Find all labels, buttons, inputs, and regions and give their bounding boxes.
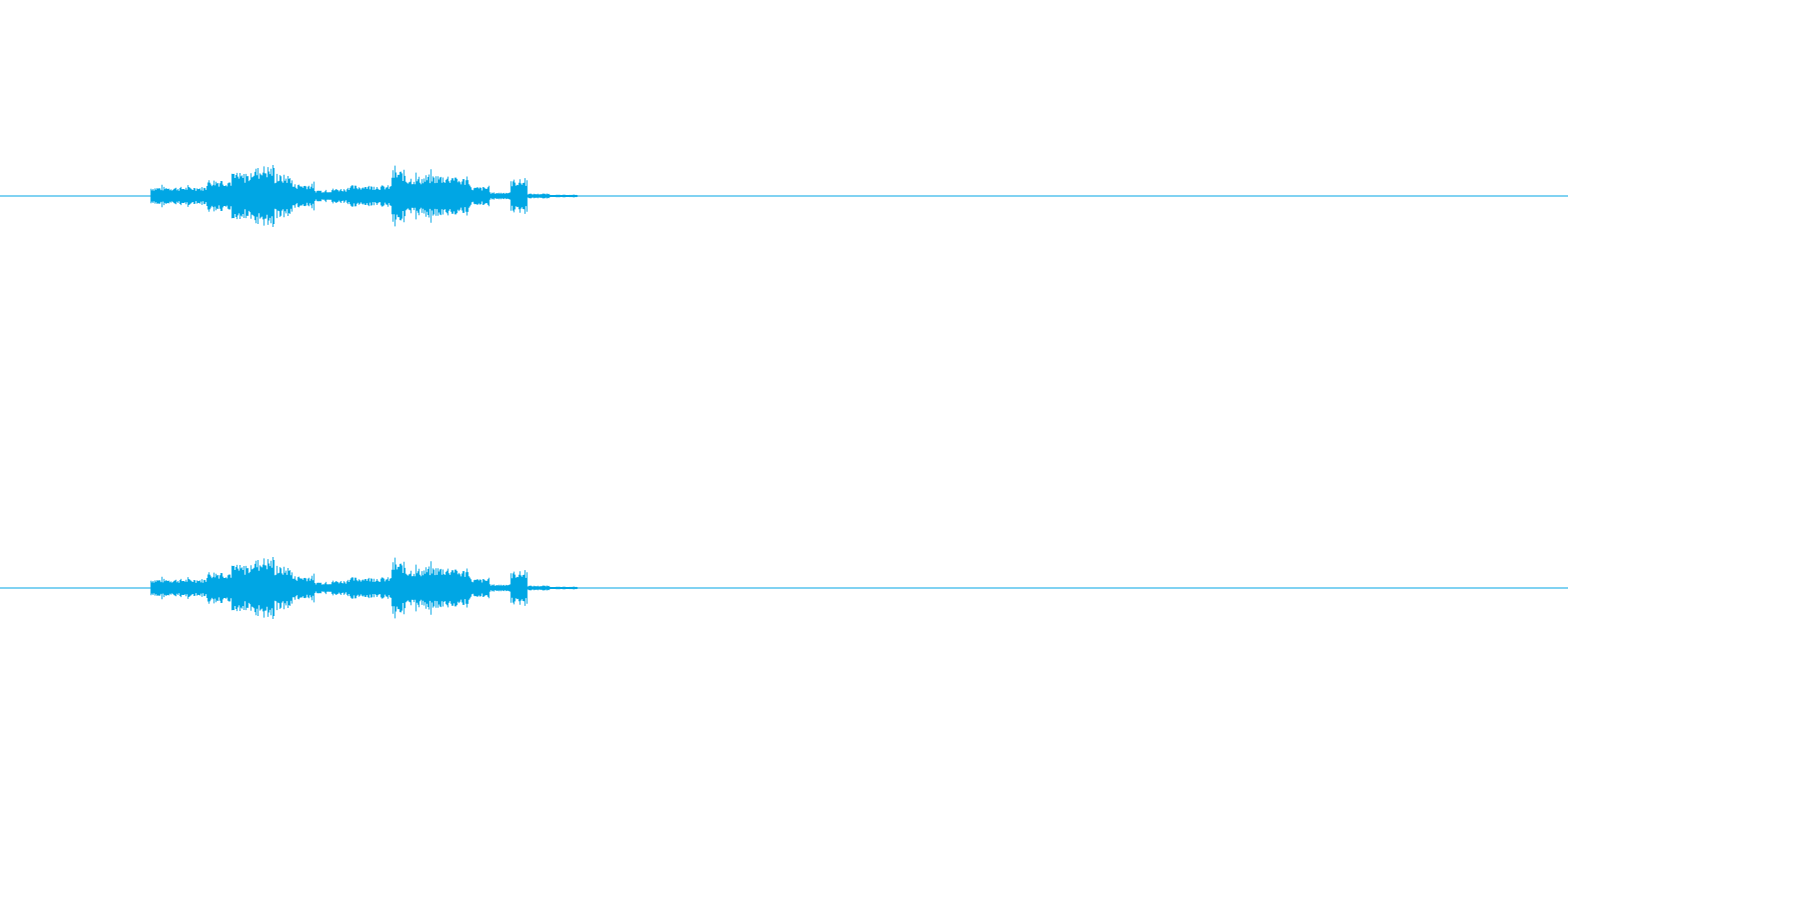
waveform-segment xyxy=(347,185,393,207)
waveform-segment xyxy=(331,188,349,204)
waveform-segment xyxy=(548,194,578,198)
waveform-segment xyxy=(488,584,512,592)
waveform-segment xyxy=(150,184,208,208)
waveform-segment xyxy=(231,172,252,220)
waveform-segment xyxy=(548,586,578,590)
waveform-segment xyxy=(488,192,512,200)
waveform-segment xyxy=(291,181,315,211)
channel-right-track[interactable] xyxy=(0,557,1568,619)
waveform-segment xyxy=(510,570,528,606)
waveform-segment xyxy=(425,169,456,223)
waveform-segment xyxy=(291,573,315,603)
waveform-view[interactable] xyxy=(0,0,1568,784)
waveform-segment xyxy=(331,580,349,596)
waveform-segment xyxy=(454,568,471,608)
waveform-segment xyxy=(391,165,406,227)
waveform-segment xyxy=(391,557,406,619)
waveform-segment xyxy=(313,189,333,203)
waveform-segment xyxy=(273,565,293,611)
waveform-segment xyxy=(404,564,427,612)
waveform-segment xyxy=(404,172,427,220)
waveform-segment xyxy=(313,581,333,595)
waveform-segment xyxy=(231,564,252,612)
waveform-segment xyxy=(425,561,456,615)
waveform-segment xyxy=(262,557,275,619)
waveform-segment xyxy=(250,168,264,224)
waveform-segment xyxy=(206,180,233,212)
waveform-segment xyxy=(469,577,490,599)
channel-left-track[interactable] xyxy=(0,165,1568,227)
waveform-segment xyxy=(454,176,471,216)
waveform-segment xyxy=(469,185,490,207)
waveform-segment xyxy=(347,577,393,599)
waveform-segment xyxy=(526,585,550,591)
waveform-canvas[interactable] xyxy=(0,0,1568,784)
waveform-segment xyxy=(206,572,233,604)
channel-left-waveform xyxy=(150,165,578,227)
waveform-segment xyxy=(526,193,550,199)
waveform-segment xyxy=(150,576,208,600)
waveform-segment xyxy=(273,173,293,219)
waveform-segment xyxy=(250,560,264,616)
waveform-segment xyxy=(510,178,528,214)
waveform-segment xyxy=(262,165,275,227)
channel-right-waveform xyxy=(150,557,578,619)
